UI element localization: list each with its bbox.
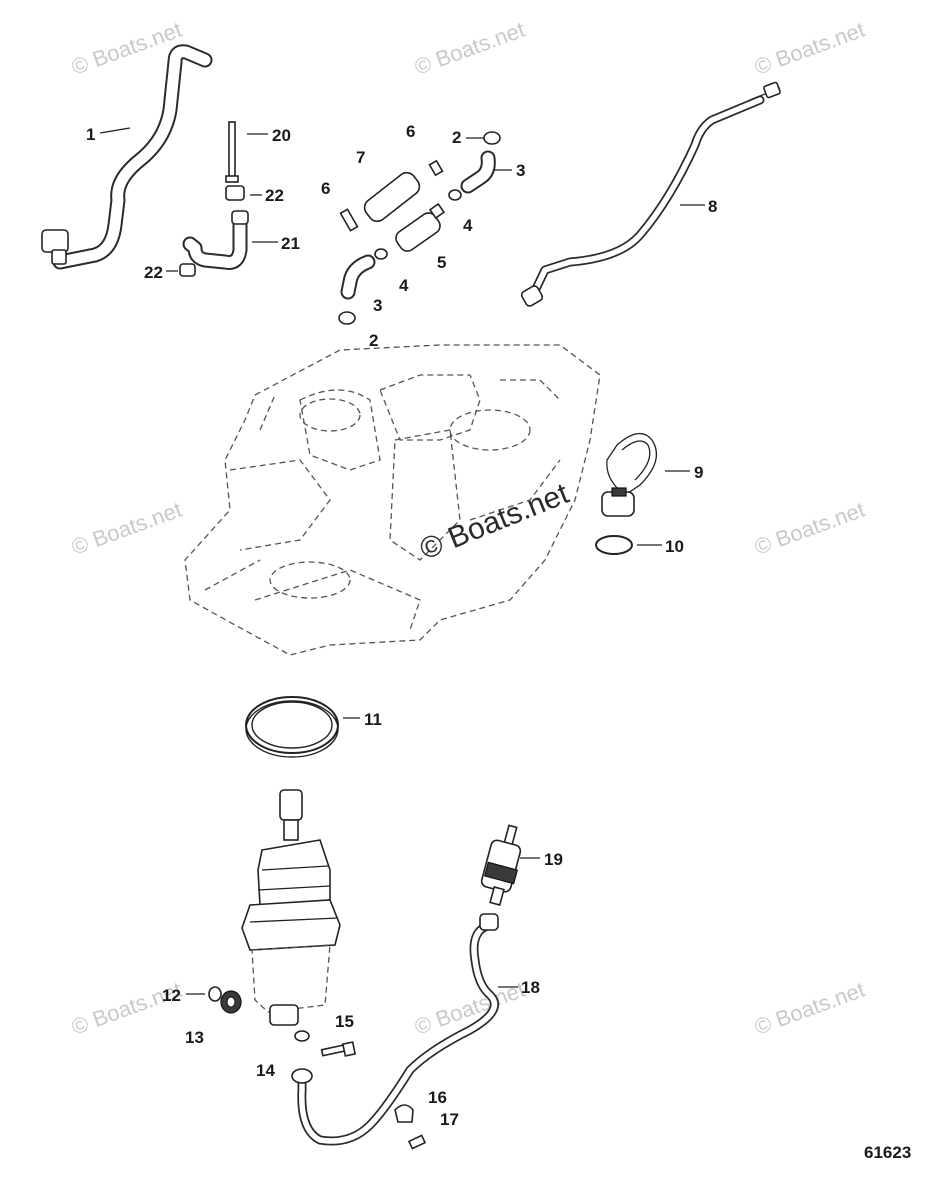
watermark: © Boats.net [751, 977, 868, 1040]
part-10-o-ring[interactable] [595, 535, 633, 555]
callout-1[interactable]: 1 [86, 125, 95, 144]
callout-19[interactable]: 19 [544, 850, 563, 869]
callout-13[interactable]: 13 [185, 1028, 204, 1047]
part-15-screw[interactable] [320, 1041, 357, 1057]
watermark: © Boats.net [751, 497, 868, 560]
callout-4[interactable]: 4 [399, 276, 409, 295]
leader-lines [99, 127, 705, 995]
part-16-clip[interactable] [394, 1104, 414, 1123]
engine-block-outline [184, 344, 601, 656]
callout-4[interactable]: 4 [463, 216, 473, 235]
callouts: 1 2 2 3 3 4 4 5 6 6 7 8 9 10 11 12 13 14… [86, 122, 717, 1129]
callout-9[interactable]: 9 [694, 463, 703, 482]
callout-10[interactable]: 10 [665, 537, 684, 556]
callout-20[interactable]: 20 [272, 126, 291, 145]
callout-6[interactable]: 6 [321, 179, 330, 198]
callout-14[interactable]: 14 [256, 1061, 275, 1080]
callout-12[interactable]: 12 [162, 986, 181, 1005]
part-8-fuel-line[interactable] [520, 81, 781, 307]
callout-3[interactable]: 3 [516, 161, 525, 180]
callout-6[interactable]: 6 [406, 122, 415, 141]
part-13-bushing[interactable] [220, 990, 242, 1014]
callout-5[interactable]: 5 [437, 253, 446, 272]
callout-22[interactable]: 22 [144, 263, 163, 282]
part-3-short-hose[interactable] [340, 150, 496, 300]
callout-2[interactable]: 2 [452, 128, 461, 147]
callout-3[interactable]: 3 [373, 296, 382, 315]
part-11-seal[interactable] [245, 696, 339, 758]
part-12-grommet[interactable] [208, 986, 222, 1002]
figure-number: 61623 [864, 1143, 911, 1162]
part-20-bolt[interactable] [225, 121, 239, 183]
part-17-screw[interactable] [407, 1134, 427, 1150]
watermark: © Boats.net [68, 497, 185, 560]
callout-18[interactable]: 18 [521, 978, 540, 997]
part-4-ring[interactable] [374, 189, 462, 260]
part-22-clamp[interactable] [179, 185, 245, 277]
callout-21[interactable]: 21 [281, 234, 300, 253]
callout-2[interactable]: 2 [369, 331, 378, 350]
callout-7[interactable]: 7 [356, 148, 365, 167]
part-21-hose[interactable] [182, 210, 249, 270]
part-19-fuel-filter[interactable] [480, 824, 522, 907]
callout-11[interactable]: 11 [364, 710, 382, 729]
fuel-pump-assembly [241, 789, 341, 1026]
part-14-washer[interactable] [294, 1030, 310, 1042]
watermark-center: © Boats.net [415, 477, 574, 567]
part-5-inline-filter[interactable] [393, 202, 446, 254]
callout-17[interactable]: 17 [440, 1110, 459, 1129]
callout-8[interactable]: 8 [708, 197, 717, 216]
part-9-bracket[interactable] [601, 433, 658, 517]
watermark: © Boats.net [411, 17, 528, 80]
part-7-filter[interactable] [361, 169, 423, 225]
part-6-pin[interactable] [339, 159, 444, 232]
watermark: © Boats.net [751, 17, 868, 80]
callout-15[interactable]: 15 [335, 1012, 354, 1031]
part-1-hose[interactable] [41, 44, 213, 270]
part-18-fuel-hose[interactable] [291, 913, 499, 1146]
callout-22[interactable]: 22 [265, 186, 284, 205]
callout-16[interactable]: 16 [428, 1088, 447, 1107]
